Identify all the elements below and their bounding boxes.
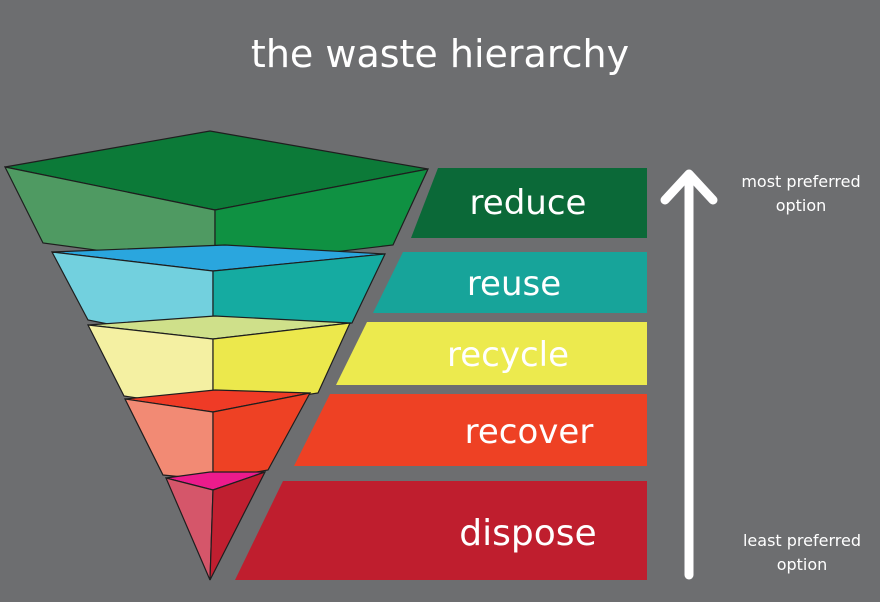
pyramid-level-dispose-left-face xyxy=(164,477,214,581)
diagram-title: the waste hierarchy xyxy=(251,32,629,76)
band-dispose-shape xyxy=(235,481,647,580)
band-recycle-shape xyxy=(336,322,647,385)
least-preferred-label-line1: least preferred xyxy=(743,531,861,550)
pyramid-level-reduce xyxy=(3,130,430,267)
arrow-up-icon xyxy=(660,169,718,205)
band-reuse: reuse xyxy=(373,252,647,313)
band-dispose: dispose xyxy=(235,481,647,580)
band-dispose-label: dispose xyxy=(459,513,596,554)
pyramid-level-dispose-front-face xyxy=(209,470,267,581)
arrow-labels: most preferred option least preferred op… xyxy=(741,172,861,574)
pyramid-level-recover-left-face xyxy=(123,398,214,481)
band-reuse-label: reuse xyxy=(467,264,561,304)
band-reduce-shape xyxy=(411,168,647,238)
pyramid-level-recover-front-face xyxy=(212,392,312,481)
band-recover: recover xyxy=(294,394,647,466)
inverted-pyramid xyxy=(3,130,430,581)
least-preferred-label-line2: option xyxy=(777,555,828,574)
band-recover-shape xyxy=(294,394,647,466)
band-recycle-label: recycle xyxy=(447,335,569,375)
band-reuse-shape xyxy=(373,252,647,313)
band-reduce: reduce xyxy=(411,168,647,238)
band-reduce-label: reduce xyxy=(470,183,587,223)
band-recover-label: recover xyxy=(465,412,594,452)
label-bands: reduce reuse recycle recover dispose xyxy=(235,168,647,580)
pyramid-level-recover xyxy=(123,389,312,481)
band-recycle: recycle xyxy=(336,322,647,385)
pyramid-level-recycle-front-face xyxy=(212,322,351,410)
preference-arrow xyxy=(660,169,718,580)
pyramid-level-dispose xyxy=(164,470,267,581)
most-preferred-label-line2: option xyxy=(776,196,827,215)
most-preferred-label-line1: most preferred xyxy=(741,172,860,191)
